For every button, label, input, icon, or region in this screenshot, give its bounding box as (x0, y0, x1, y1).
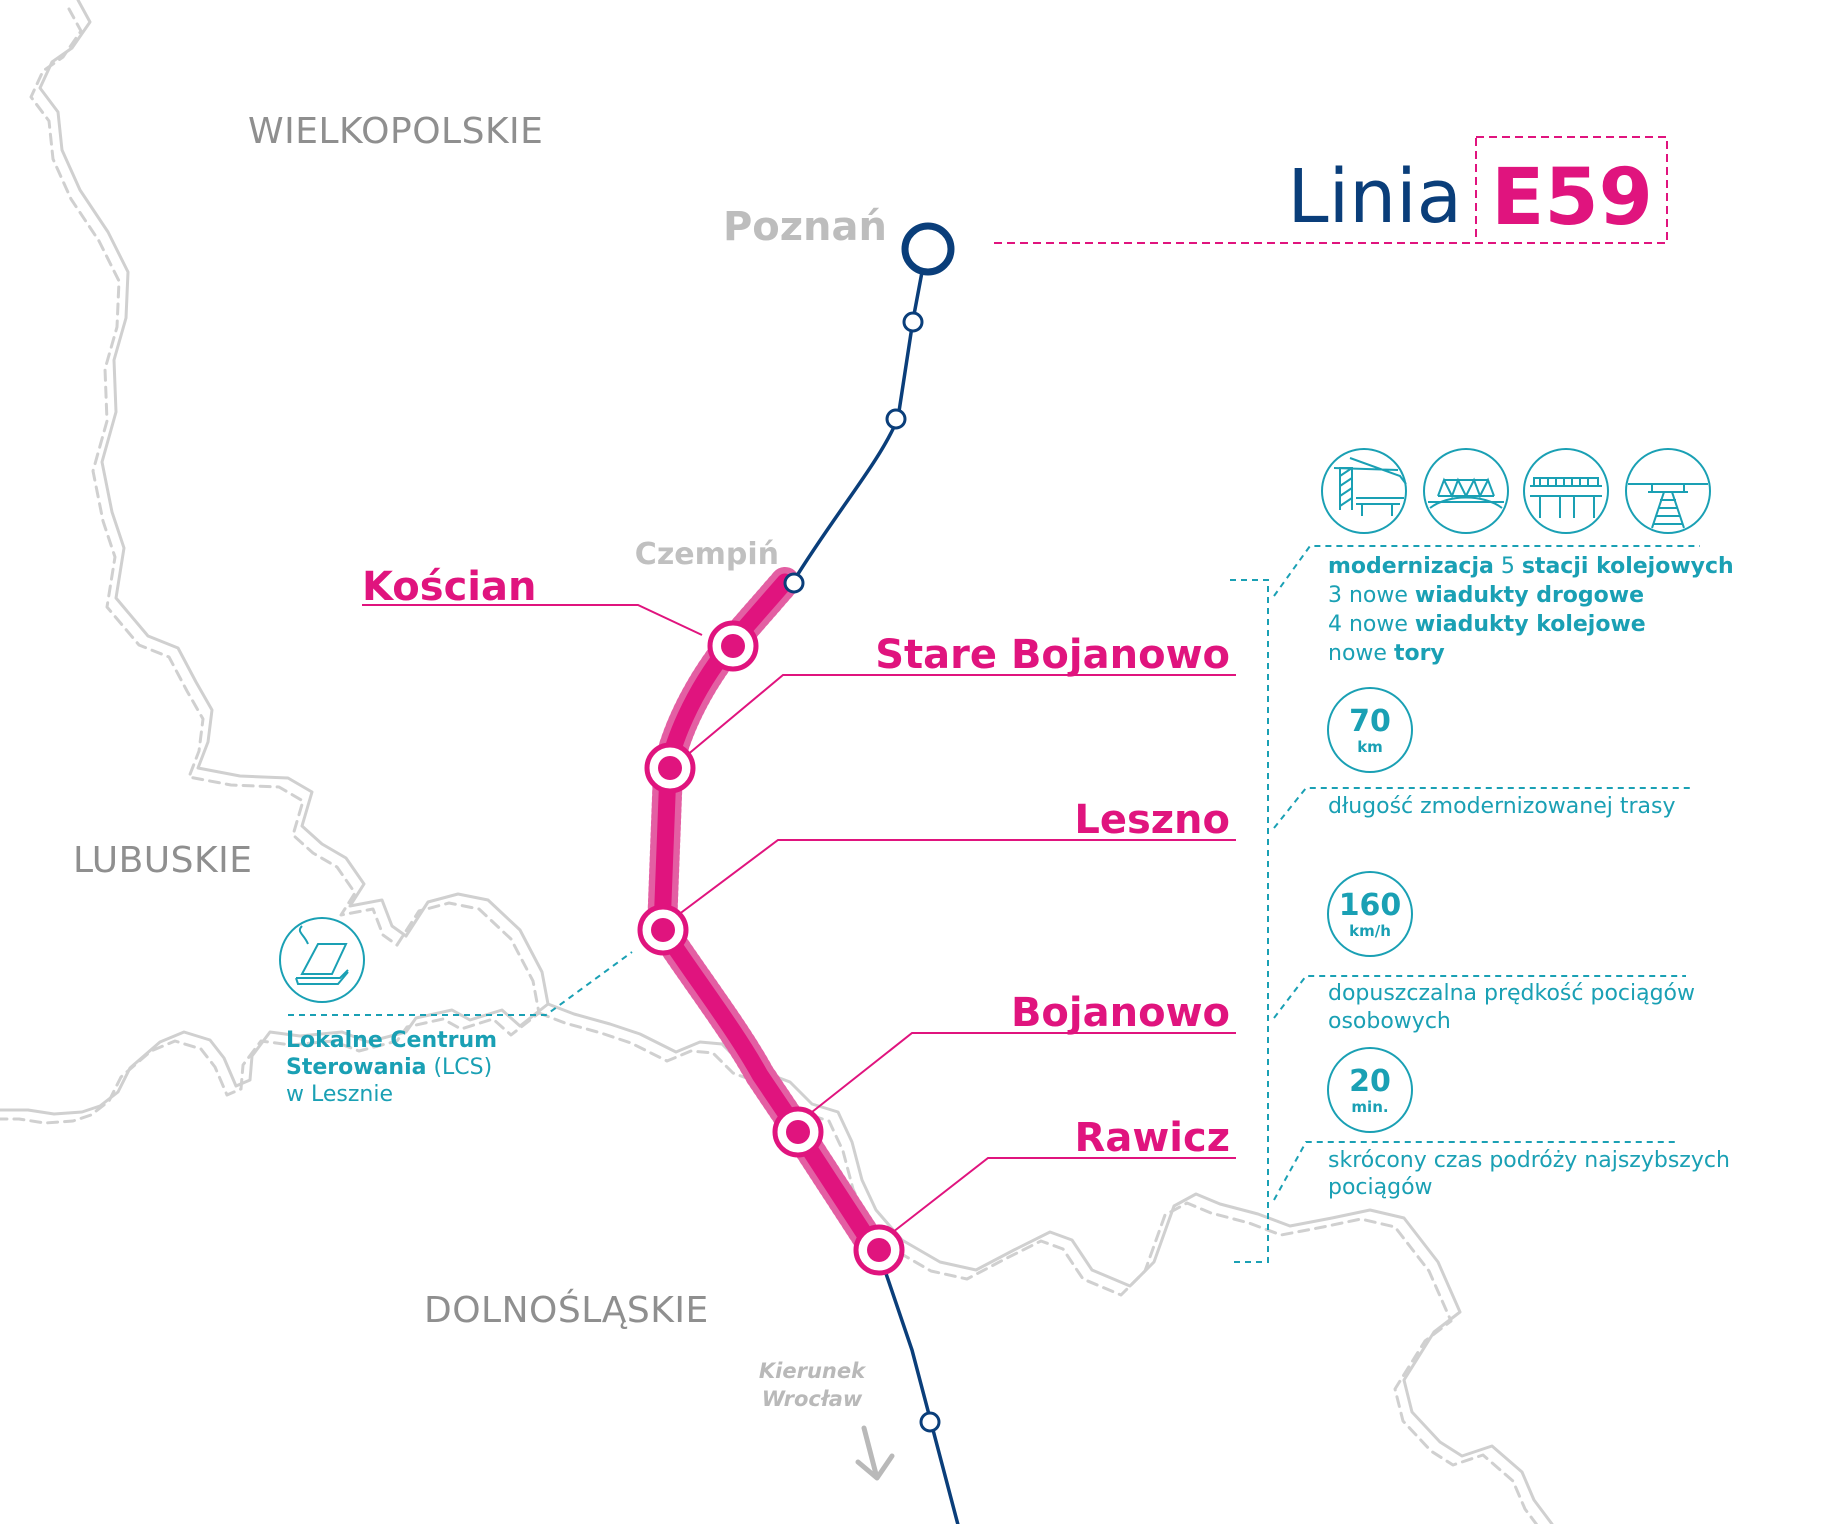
title-prefix: Linia (1287, 154, 1462, 240)
lcs-line3: w Lesznie (286, 1082, 393, 1107)
lcs-line2-rest: (LCS) (426, 1055, 492, 1080)
scope-line-1: modernizacja 5 stacji kolejowych (1328, 554, 1734, 579)
stat-time: 20 min. skrócony czas podróży najszybszy… (1327, 1047, 1730, 1200)
leader-leszno (673, 839, 1236, 919)
city-label-poznan: Poznań (723, 204, 887, 250)
direction-line1: Kierunek (759, 1359, 867, 1383)
scope-line-3-b: wiadukty kolejowe (1415, 612, 1646, 637)
scope-list: modernizacja 5 stacji kolejowych 3 nowe … (1328, 554, 1734, 666)
line-south-segment (876, 1248, 960, 1524)
leader-koscian (362, 604, 703, 636)
direction-block: Kierunek Wrocław (759, 1359, 895, 1481)
station-label-rawicz: Rawicz (1075, 1115, 1230, 1161)
border-west (38, 0, 408, 938)
lcs-line2: Sterowania (LCS) (286, 1055, 492, 1080)
title-code-frame (1475, 136, 1668, 244)
leader-rawicz (892, 1157, 1236, 1233)
station-label-bojanowo: Bojanowo (1011, 990, 1230, 1036)
scope-line-2: 3 nowe wiadukty drogowe (1328, 583, 1644, 608)
scope-line-4-b: tory (1394, 641, 1445, 666)
scope-line-3: 4 nowe wiadukty kolejowe (1328, 612, 1646, 637)
station-label-koscian: Kościan (362, 564, 536, 610)
railway-line (791, 270, 960, 1524)
lcs-line2-bold: Sterowania (286, 1055, 426, 1080)
station-bojanowo-marker (772, 1106, 824, 1158)
stat-time-unit: min. (1351, 1098, 1388, 1116)
truss-bridge-icon (1423, 448, 1509, 534)
minor-station-1 (902, 311, 924, 333)
scope-line-3-a: 4 nowe (1328, 612, 1415, 637)
stat-time-value: 20 (1349, 1064, 1391, 1099)
stat-speed-desc-2: osobowych (1328, 1009, 1451, 1034)
station-leszno-marker (637, 904, 689, 956)
station-leader-lines (362, 604, 1236, 1233)
minor-stations (783, 311, 941, 1433)
stat-speed-value: 160 (1339, 888, 1402, 923)
border-south (546, 1002, 1554, 1524)
region-label-dolnoslaskie: DOLNOŚLĄSKIE (424, 1289, 709, 1331)
stat-length-unit: km (1357, 738, 1383, 756)
stat-length: 70 km długość zmodernizowanej trasy (1327, 687, 1676, 819)
region-label-wielkopolskie: WIELKOPOLSKIE (248, 111, 543, 152)
station-stare-bojanowo-marker (644, 742, 696, 794)
stat-speed-desc-1: dopuszczalna prędkość pociągów (1328, 981, 1695, 1006)
modernized-section (646, 567, 890, 1265)
scope-line-2-a: 3 nowe (1328, 583, 1415, 608)
stat-speed-unit: km/h (1349, 922, 1391, 940)
stat-time-desc-1: skrócony czas podróży najszybszych (1328, 1148, 1730, 1173)
major-stations (637, 620, 905, 1276)
lcs-leader (288, 951, 633, 1016)
minor-station-south (919, 1411, 941, 1433)
stat-time-desc-2: pociągów (1328, 1175, 1433, 1200)
track-overpass-icon (1625, 448, 1711, 534)
girder-bridge-icon (1523, 448, 1609, 534)
direction-line2: Wrocław (762, 1387, 863, 1411)
scope-line-4: nowe tory (1328, 641, 1445, 666)
modernized-track-ties (646, 567, 890, 1265)
lcs-block: Lokalne Centrum Sterowania (LCS) w Leszn… (279, 917, 633, 1107)
stat-speed: 160 km/h dopuszczalna prędkość pociągów … (1327, 871, 1695, 1034)
region-label-lubuskie: LUBUSKIE (73, 840, 252, 881)
scope-line-4-a: nowe (1328, 641, 1394, 666)
city-label-czempin: Czempiń (635, 537, 779, 572)
scope-line-2-b: wiadukty drogowe (1415, 583, 1644, 608)
scope-line-1-c: stacji kolejowych (1522, 554, 1734, 579)
minor-station-2 (885, 408, 907, 430)
scope-bracket (1230, 545, 1700, 1263)
leader-bojanowo (811, 1032, 1236, 1113)
lcs-line1: Lokalne Centrum (286, 1028, 497, 1053)
title-block: Linia E59 (994, 136, 1668, 244)
arrow-down-icon (855, 1425, 895, 1481)
engineering-icons (1321, 448, 1711, 534)
station-label-stare-bojanowo: Stare Bojanowo (875, 632, 1230, 678)
scope-line-1-b: 5 (1494, 554, 1522, 579)
stat-length-desc: długość zmodernizowanej trasy (1328, 794, 1676, 819)
stat-length-value: 70 (1349, 704, 1391, 739)
poznan-terminal (901, 222, 955, 276)
title-code: E59 (1491, 153, 1653, 243)
border-lubuskie-south (0, 892, 550, 1116)
scope-line-1-a: modernizacja (1328, 554, 1494, 579)
crane-viaduct-icon (1321, 448, 1407, 534)
control-desk-icon (279, 917, 365, 1003)
station-rawicz-marker (853, 1224, 905, 1276)
minor-station-czempin (783, 572, 805, 594)
station-koscian-marker (707, 620, 759, 672)
station-label-leszno: Leszno (1074, 797, 1230, 843)
leader-stare-bojanowo (685, 674, 1236, 757)
